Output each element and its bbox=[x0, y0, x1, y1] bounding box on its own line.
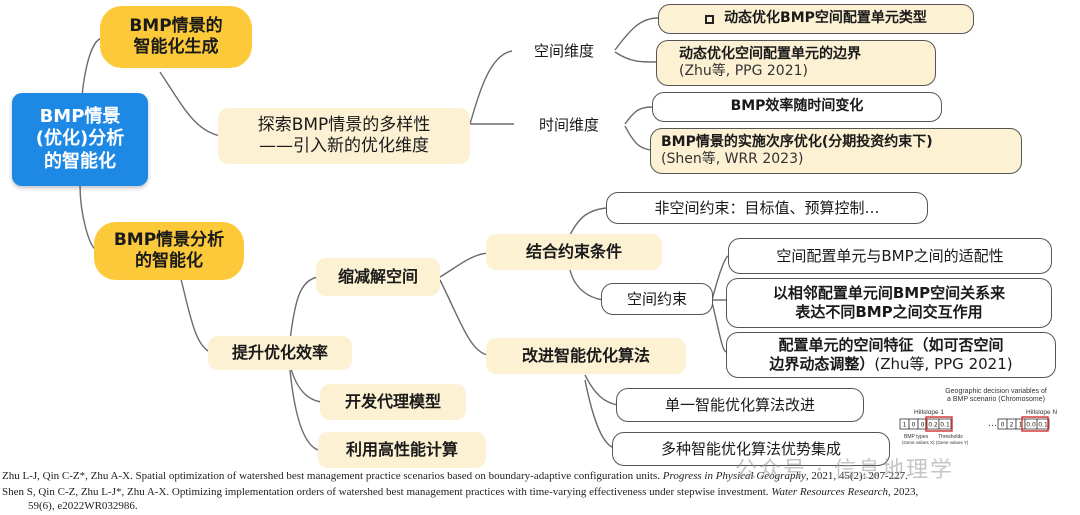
link-spatial-s1 bbox=[614, 17, 659, 51]
chrom-hillslope-1: Hillslope 1 bbox=[914, 409, 944, 416]
link-spatialc-c3 bbox=[711, 301, 727, 353]
hillslope1-cell-value: 0.2 bbox=[928, 422, 938, 429]
checkbox-icon bbox=[705, 14, 715, 24]
link-spatial-s2 bbox=[614, 51, 657, 63]
node-nonspatial-constraint[interactable]: 非空间约束：目标值、预算控制… bbox=[606, 192, 928, 224]
link-algo-a1 bbox=[584, 374, 619, 406]
gen-line-1: BMP情景的 bbox=[129, 15, 223, 36]
explore-line-1: 探索BMP情景的多样性 bbox=[257, 114, 431, 135]
chrom-title-2: a BMP scenario (Chromosome) bbox=[947, 396, 1045, 403]
t2-label: BMP情景的实施次序优化(分期投资约束下) bbox=[661, 133, 933, 150]
chrom-label-types2: (Gene values X) bbox=[902, 440, 935, 445]
ref1-journal: Progress in Physical Geography bbox=[662, 470, 806, 482]
node-intelligent-analysis[interactable]: BMP情景分析 的智能化 bbox=[94, 222, 244, 280]
explore-line-2: ——引入新的优化维度 bbox=[259, 136, 429, 156]
node-neighbor-bmp-relation[interactable]: 以相邻配置单元间BMP空间关系来 表达不同BMP之间交互作用 bbox=[726, 278, 1052, 328]
chrom-hillslope-n: Hillslope N bbox=[1026, 409, 1057, 416]
c3-line-2: 边界动态调整） bbox=[769, 355, 875, 373]
analysis-line-2: 的智能化 bbox=[135, 251, 203, 271]
c3-line-1: 配置单元的空间特征（如可否空间 bbox=[778, 336, 1004, 355]
link-gen-explore bbox=[159, 71, 221, 137]
reference-2: Shen S, Qin C-Z, Zhu L-J*, Zhu A-X. Opti… bbox=[2, 486, 918, 498]
node-combine-constraints[interactable]: 结合约束条件 bbox=[486, 234, 662, 270]
node-spatial-constraint[interactable]: 空间约束 bbox=[601, 283, 713, 315]
link-eff-hpc bbox=[289, 369, 319, 451]
gen-line-2: 智能化生成 bbox=[133, 37, 219, 57]
hillslope1-cell-value: 1 bbox=[903, 422, 907, 429]
node-temporal-dimension[interactable]: 时间维度 bbox=[538, 115, 599, 134]
ref2-journal: Water Resources Research bbox=[771, 486, 889, 498]
root-node[interactable]: BMP情景 (优化)分析 的智能化 bbox=[12, 93, 148, 186]
node-dynamic-unit-type[interactable]: 动态优化BMP空间配置单元类型 bbox=[658, 4, 974, 34]
link-eff-surrogate bbox=[289, 364, 323, 403]
hillslopeN-cell-value: 1 bbox=[1019, 422, 1023, 429]
hillslope1-cell-value: 0 bbox=[921, 422, 925, 429]
chrom-label-thresholds: Thresholds bbox=[938, 434, 963, 440]
node-bmp-efficiency-time[interactable]: BMP效率随时间变化 bbox=[652, 92, 942, 122]
link-constraint-nonspatial bbox=[569, 207, 607, 236]
hillslopeN-cell bbox=[1036, 418, 1050, 430]
node-dynamic-unit-boundary[interactable]: 动态优化空间配置单元的边界 (Zhu等, PPG 2021) bbox=[656, 40, 936, 86]
link-spatialc-c1 bbox=[711, 255, 729, 301]
hillslopeN-cell-value: 0.0 bbox=[1026, 422, 1036, 429]
analysis-line-1: BMP情景分析 bbox=[113, 229, 225, 250]
link-analysis-eff bbox=[179, 274, 211, 353]
reference-2-cont: 59(6), e2022WR032986. bbox=[28, 500, 138, 512]
hillslope1-cell bbox=[938, 418, 952, 430]
hillslope1-cell-value: 0.1 bbox=[940, 422, 950, 429]
node-unit-spatial-feature[interactable]: 配置单元的空间特征（如可否空间 边界动态调整）(Zhu等, PPG 2021) bbox=[726, 332, 1056, 378]
s2-label: 动态优化空间配置单元的边界 bbox=[679, 45, 861, 62]
node-implementation-order[interactable]: BMP情景的实施次序优化(分期投资约束下) (Shen等, WRR 2023) bbox=[650, 128, 1022, 174]
node-explore-diversity[interactable]: 探索BMP情景的多样性 ——引入新的优化维度 bbox=[218, 108, 470, 164]
node-multi-algorithm[interactable]: 多种智能优化算法优势集成 bbox=[612, 432, 890, 466]
c3-ref: (Zhu等, PPG 2021) bbox=[874, 355, 1013, 373]
node-intelligent-generation[interactable]: BMP情景的 智能化生成 bbox=[100, 6, 252, 68]
hillslopeN-cell-value: 2 bbox=[1010, 422, 1014, 429]
hillslope1-cell-value: 0 bbox=[912, 422, 916, 429]
root-line-1: BMP情景 bbox=[39, 105, 121, 127]
link-explore-spatial bbox=[469, 50, 513, 125]
node-high-performance-computing[interactable]: 利用高性能计算 bbox=[318, 432, 486, 468]
node-improve-algorithms[interactable]: 改进智能优化算法 bbox=[486, 338, 686, 374]
chrom-label-types: BMP types bbox=[904, 434, 929, 440]
ref2-tail: , 2023, bbox=[888, 486, 919, 498]
c2-line-2: 表达不同BMP之间交互作用 bbox=[795, 303, 983, 321]
root-line-2: (优化)分析 bbox=[35, 128, 125, 150]
link-reduce-constraint bbox=[439, 252, 489, 278]
t2-ref: (Shen等, WRR 2023) bbox=[661, 151, 804, 167]
chrom-dots: … bbox=[988, 419, 997, 429]
node-single-algorithm[interactable]: 单一智能优化算法改进 bbox=[616, 388, 864, 422]
ref1-tail: , 2021, 45(2): 207-227. bbox=[805, 470, 908, 482]
chromosome-figure: Geographic decision variables of a BMP s… bbox=[899, 388, 1057, 445]
ref2-authors: Shen S, Qin C-Z, Zhu L-J*, Zhu A-X. Opti… bbox=[2, 486, 772, 498]
chrom-title-1: Geographic decision variables of bbox=[945, 388, 1047, 395]
c3-line-2-wrap: 边界动态调整）(Zhu等, PPG 2021) bbox=[769, 355, 1012, 374]
node-spatial-dimension[interactable]: 空间维度 bbox=[533, 41, 594, 60]
node-improve-efficiency[interactable]: 提升优化效率 bbox=[208, 336, 352, 370]
s2-ref: (Zhu等, PPG 2021) bbox=[679, 63, 808, 79]
threshold-highlight-box bbox=[1021, 416, 1049, 432]
ref1-authors: Zhu L-J, Qin C-Z*, Zhu A-X. Spatial opti… bbox=[2, 470, 663, 482]
root-line-3: 的智能化 bbox=[44, 150, 116, 172]
node-unit-bmp-suitability[interactable]: 空间配置单元与BMP之间的适配性 bbox=[728, 238, 1052, 274]
link-eff-reduce bbox=[289, 276, 319, 341]
watermark: 公众号 · 信息地理学 bbox=[735, 458, 954, 483]
link-temporal-t1 bbox=[624, 106, 653, 125]
hillslopeN-cell-value: 0.1 bbox=[1038, 422, 1048, 429]
node-reduce-solution-space[interactable]: 缩减解空间 bbox=[316, 258, 440, 296]
node-surrogate-model[interactable]: 开发代理模型 bbox=[320, 384, 466, 420]
link-reduce-algo bbox=[439, 279, 489, 356]
link-algo-a2 bbox=[584, 379, 615, 449]
c2-line-1: 以相邻配置单元间BMP空间关系来 bbox=[772, 284, 1006, 303]
threshold-highlight-box bbox=[925, 416, 953, 432]
reference-1: Zhu L-J, Qin C-Z*, Zhu A-X. Spatial opti… bbox=[2, 470, 908, 482]
s1-label: 动态优化BMP空间配置单元类型 bbox=[724, 10, 927, 27]
hillslopeN-cell-value: 0 bbox=[1001, 422, 1005, 429]
link-temporal-t2 bbox=[624, 125, 651, 151]
chrom-label-thresholds2: (Gene values Y) bbox=[936, 440, 969, 445]
link-constraint-spatialc bbox=[569, 269, 604, 301]
